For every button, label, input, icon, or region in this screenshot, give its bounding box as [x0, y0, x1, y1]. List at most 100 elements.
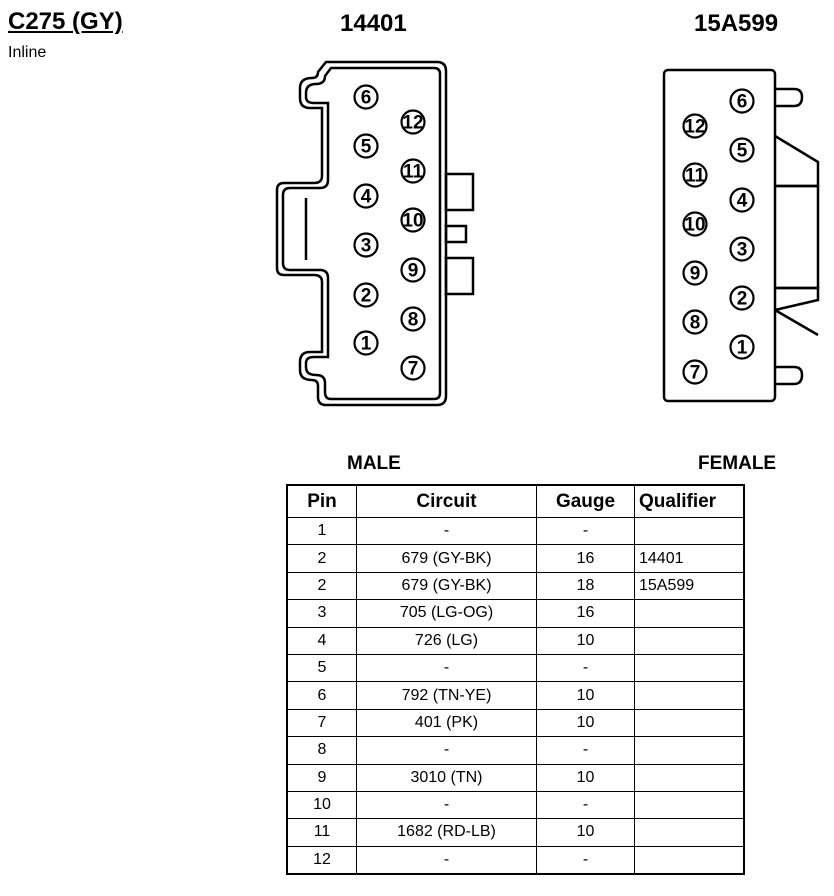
male-pin-label: 3	[361, 236, 372, 257]
female-pin-label: 6	[737, 92, 748, 113]
cell-circuit: 1682 (RD-LB)	[356, 818, 537, 847]
female-pin-label: 9	[690, 264, 701, 285]
cell-qualifier	[634, 736, 745, 765]
male-connector-pins	[353, 84, 426, 381]
cell-pin: 11	[286, 818, 357, 847]
cell-pin: 2	[286, 571, 357, 601]
cell-pin: 3	[286, 599, 357, 628]
cell-pin: 6	[286, 681, 357, 710]
table-row: 1--	[286, 516, 745, 546]
male-pin-label: 6	[361, 88, 372, 109]
cell-pin: 8	[286, 736, 357, 765]
cell-circuit: -	[356, 653, 537, 683]
cell-circuit: -	[356, 845, 537, 875]
female-pin-label: 8	[690, 313, 701, 334]
female-connector-body	[662, 68, 820, 403]
male-pin-label: 12	[402, 113, 423, 134]
cell-gauge: 16	[536, 599, 635, 628]
cell-qualifier	[634, 681, 745, 710]
table-row: 12--	[286, 845, 745, 875]
cell-circuit: 679 (GY-BK)	[356, 571, 537, 601]
cell-qualifier	[634, 653, 745, 683]
male-pin-label: 8	[408, 310, 419, 331]
cell-circuit: 792 (TN-YE)	[356, 681, 537, 710]
connector-diagrams: 6 12 5 11 4 10 3 9 2 8 1 7	[275, 60, 820, 407]
cell-circuit: -	[356, 736, 537, 765]
female-label: FEMALE	[698, 453, 777, 474]
male-pin-label: 2	[361, 286, 372, 307]
header-qualifier: Qualifier	[634, 484, 745, 518]
cell-gauge: -	[536, 845, 635, 875]
right-part-number: 15A599	[694, 10, 779, 37]
cell-qualifier	[634, 845, 745, 875]
table-row: 5--	[286, 653, 745, 683]
table-row: 8--	[286, 736, 745, 765]
female-pin-label: 2	[737, 289, 748, 310]
cell-pin: 10	[286, 790, 357, 820]
cell-gauge: 18	[536, 571, 635, 601]
cell-gauge: -	[536, 790, 635, 820]
cell-qualifier: 15A599	[634, 571, 745, 601]
cell-circuit: 726 (LG)	[356, 626, 537, 655]
cell-qualifier	[634, 708, 745, 738]
cell-qualifier	[634, 599, 745, 628]
cell-qualifier	[634, 626, 745, 655]
cell-qualifier	[634, 516, 745, 546]
cell-qualifier	[634, 818, 745, 847]
cell-gauge: 10	[536, 818, 635, 847]
header-gauge: Gauge	[536, 484, 635, 518]
female-pin-label: 5	[737, 141, 748, 162]
female-pin-label: 3	[737, 240, 748, 261]
cell-qualifier	[634, 763, 745, 792]
female-pin-label: 4	[737, 191, 748, 212]
female-pin-label: 10	[684, 215, 705, 236]
male-pin-label: 11	[403, 162, 424, 183]
cell-gauge: -	[536, 653, 635, 683]
cell-circuit: 705 (LG-OG)	[356, 599, 537, 628]
cell-gauge: 10	[536, 708, 635, 738]
male-pin-label: 1	[361, 334, 372, 355]
male-label: MALE	[347, 453, 401, 474]
cell-gauge: -	[536, 516, 635, 546]
cell-gauge: 10	[536, 763, 635, 792]
cell-qualifier	[634, 790, 745, 820]
male-pin-label: 10	[402, 211, 423, 232]
male-connector-body	[275, 60, 475, 407]
header-circuit: Circuit	[356, 484, 537, 518]
female-pin-label: 1	[737, 338, 748, 359]
left-part-number: 14401	[340, 10, 407, 37]
female-pin-label: 11	[685, 166, 706, 187]
cell-gauge: 10	[536, 681, 635, 710]
header-pin: Pin	[286, 484, 357, 518]
cell-circuit: 679 (GY-BK)	[356, 544, 537, 573]
connector-location: Inline	[8, 44, 47, 61]
male-pin-label: 4	[361, 187, 372, 208]
cell-gauge: 16	[536, 544, 635, 573]
table-header-row: Pin Circuit Gauge Qualifier	[286, 484, 745, 518]
female-pin-label: 7	[690, 363, 701, 384]
female-pin-label: 12	[684, 117, 705, 138]
cell-pin: 7	[286, 708, 357, 738]
cell-circuit: -	[356, 516, 537, 546]
cell-gauge: 10	[536, 626, 635, 655]
cell-pin: 4	[286, 626, 357, 655]
male-pin-label: 5	[361, 137, 372, 158]
cell-pin: 12	[286, 845, 357, 875]
male-pin-label: 7	[408, 359, 419, 380]
female-connector-pins	[682, 88, 755, 385]
connector-title: C275 (GY)	[8, 8, 123, 35]
male-pin-label: 9	[408, 261, 419, 282]
cell-qualifier: 14401	[634, 544, 745, 573]
cell-pin: 1	[286, 516, 357, 546]
cell-circuit: 401 (PK)	[356, 708, 537, 738]
cell-circuit: 3010 (TN)	[356, 763, 537, 792]
